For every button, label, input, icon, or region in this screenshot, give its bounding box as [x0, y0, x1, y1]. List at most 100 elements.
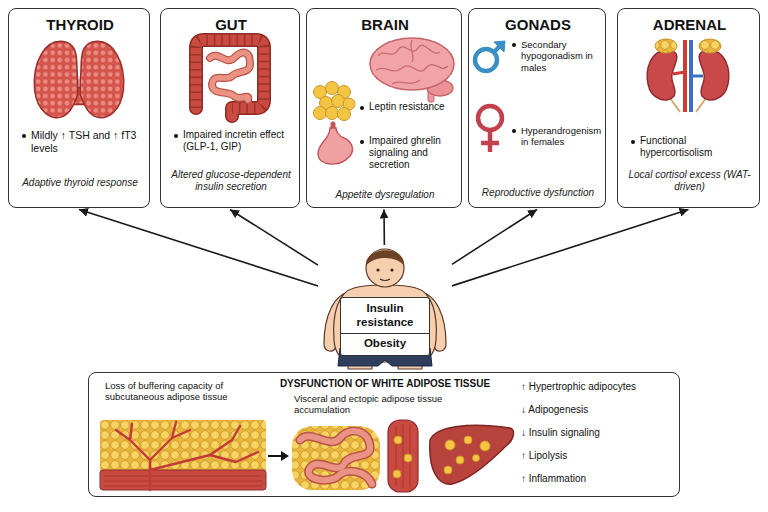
brain-illustration — [378, 45, 440, 56]
female-symbol — [478, 106, 502, 152]
label-panel: Insulin resistanceObesity — [340, 297, 430, 356]
text-slot: ADRENAL — [618, 16, 761, 34]
box-title: THYROID — [9, 16, 151, 34]
thyroid-illustration — [34, 41, 123, 117]
obese-person-figure — [366, 250, 404, 266]
liver-fat-illustration — [473, 455, 480, 462]
gut-illustration — [196, 40, 264, 116]
male-symbol — [475, 41, 505, 71]
obese-person-figure — [390, 268, 393, 271]
stomach-illustration — [318, 128, 352, 164]
organ-box: GUT Impaired incretin effect (GLP-1, GIP)… — [160, 8, 300, 208]
arrow-connector — [383, 210, 385, 246]
text-slot: BRAIN — [307, 16, 463, 34]
condition-label: Obesity — [344, 337, 426, 351]
text-slot: Adaptive thyroid response — [14, 177, 146, 189]
text-slot: ↑ Inflammation — [521, 473, 671, 485]
bullet-text: Functional hypercortisolism — [640, 135, 754, 159]
kidney-adrenal-illustration — [673, 72, 685, 74]
liver-fat-illustration — [480, 441, 490, 451]
male-symbol — [494, 41, 505, 52]
liver-fat-illustration — [464, 436, 472, 444]
stomach-illustration — [318, 124, 352, 164]
kidney-adrenal-illustration — [647, 39, 729, 112]
arrow-connector — [452, 210, 537, 265]
brain-illustration — [370, 38, 454, 90]
bullet-dot — [22, 134, 26, 138]
text-slot: GONADS — [469, 16, 607, 34]
visceral-fat-illustration — [300, 431, 372, 484]
subcutaneous-fat-illustration — [104, 476, 262, 486]
text-slot: Impaired ghrelin signaling and secretion — [369, 135, 457, 171]
text-slot: ↑ Hypertrophic adipocytes — [521, 381, 671, 393]
male-symbol — [475, 49, 497, 71]
kidney-adrenal-illustration — [696, 98, 706, 112]
fat-cell-cluster — [314, 82, 356, 121]
obese-person-figure — [380, 279, 390, 281]
organ-box: GONADS Secondary hypogonadism in malesHyp… — [468, 8, 606, 208]
kidney-adrenal-illustration — [699, 39, 721, 53]
fat-cell-cluster — [326, 82, 339, 95]
bullet-text: Impaired incretin effect (GLP-1, GIP) — [183, 129, 293, 153]
progression-arrow — [268, 451, 289, 461]
text-slot: Obesity — [344, 333, 426, 351]
progression-arrow — [281, 451, 289, 461]
organ-box: BRAIN Leptin resistanceImpaired ghrelin s… — [306, 8, 462, 208]
brain-illustration — [370, 38, 454, 102]
bullet-dot — [174, 134, 178, 138]
summary-text: Adaptive thyroid response — [14, 177, 146, 189]
change-item: ↓ Adipogenesis — [521, 404, 671, 416]
text-slot: Impaired incretin effect (GLP-1, GIP) — [183, 129, 293, 153]
organ-box: ADRENAL Functional hypercortisolismLocal … — [617, 8, 760, 208]
gut-illustration — [210, 53, 250, 100]
liver-fat-illustration — [430, 425, 514, 484]
change-item: ↑ Hypertrophic adipocytes — [521, 381, 671, 393]
gut-illustration — [196, 40, 264, 108]
bullet-text: Impaired ghrelin signaling and secretion — [369, 135, 457, 171]
summary-text: Reproductive dysfunction — [473, 187, 603, 199]
bullet-dot — [360, 106, 364, 110]
text-slot: ↑ Lipolysis — [521, 450, 671, 462]
text-slot: ↓ Insulin signaling — [521, 427, 671, 439]
subcutaneous-fat-illustration — [100, 470, 266, 490]
muscle-fat-illustration — [388, 420, 418, 492]
bullet-dot — [360, 140, 364, 144]
text-slot: Mildly ↑ TSH and ↑ fT3 levels — [31, 129, 143, 154]
adipose-panel: DYSFUNCTION OF WHITE ADIPOSE TISSUELoss … — [88, 372, 680, 497]
muscle-fat-illustration — [394, 436, 402, 444]
fat-cell-cluster — [338, 108, 351, 121]
fat-cell-cluster — [326, 107, 339, 120]
brain-illustration — [376, 65, 448, 72]
gut-illustration — [196, 40, 264, 116]
text-slot: Secondary hypogonadism in males — [521, 39, 603, 73]
gut-illustration — [196, 40, 264, 116]
obese-person-figure — [334, 285, 437, 362]
obese-person-figure — [376, 268, 379, 271]
text-slot: Hyperandrogenism in females — [521, 125, 603, 148]
bullet-dot — [512, 129, 516, 133]
text-slot: GUT — [161, 16, 301, 34]
arrow-connector — [230, 210, 318, 266]
arrow-connector — [79, 210, 318, 287]
kidney-adrenal-illustration — [647, 50, 677, 100]
summary-text: Appetite dysregulation — [312, 189, 458, 201]
text-slot: Reproductive dysfunction — [473, 187, 603, 199]
text-slot: Loss of buffering capacity of subcutaneo… — [105, 380, 247, 403]
text-slot: Visceral and ectopic adipose tissue accu… — [294, 393, 459, 416]
visceral-fat-illustration — [292, 426, 380, 490]
brain-illustration — [411, 40, 413, 62]
text-slot: Local cortisol excess (WAT-driven) — [623, 169, 756, 193]
muscle-fat-illustration — [393, 470, 401, 478]
liver-fat-illustration — [445, 440, 455, 450]
kidney-adrenal-illustration — [691, 75, 703, 78]
change-item: ↑ Inflammation — [521, 473, 671, 485]
bullet-text: Secondary hypogonadism in males — [521, 39, 603, 73]
text-slot: Functional hypercortisolism — [640, 135, 754, 159]
bullet-text: Leptin resistance — [369, 101, 457, 113]
bullet-dot — [631, 140, 635, 144]
bullet-dot — [512, 43, 516, 47]
progression-arrow — [268, 455, 282, 457]
kidney-adrenal-illustration — [655, 39, 677, 53]
